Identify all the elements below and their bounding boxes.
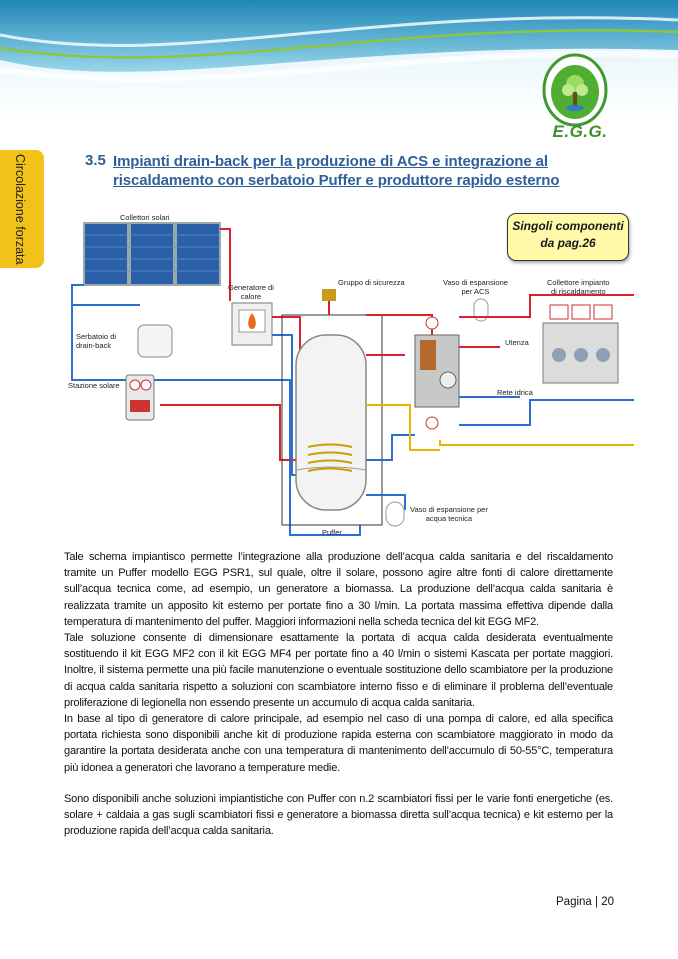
paragraph-4: Sono disponibili anche soluzioni impiant…	[64, 792, 613, 838]
paragraph-2: Tale soluzione consente di dimensionare …	[64, 632, 613, 709]
label-collettore-2: di riscaldamento	[550, 287, 606, 296]
body-text: Tale schema impiantisco permette l’integ…	[64, 549, 613, 839]
side-tab-label: Circolazione forzata	[13, 154, 27, 265]
label-vaso-tec-2: acqua tecnica	[425, 514, 473, 523]
dhw-kit	[414, 316, 460, 430]
puffer-tank	[295, 334, 367, 511]
label-utenza: Utenza	[505, 338, 529, 347]
solar-station	[125, 374, 155, 421]
solar-collectors	[83, 222, 221, 286]
label-generatore-2: calore	[240, 292, 262, 301]
label-serbatoio-1: Serbatoio di	[76, 332, 117, 341]
badge-line-2: da pag.26	[540, 236, 596, 250]
badge-line-1: Singoli componenti	[512, 219, 624, 233]
label-vaso-tec-1: Vaso di espansione per	[410, 505, 488, 514]
label-gruppo: Gruppo di sicurezza	[338, 278, 405, 287]
label-generatore-1: Generatore di	[228, 283, 274, 292]
label-rete-idrica: Rete idrica	[497, 388, 533, 397]
logo-text: E.G.G.	[552, 122, 608, 141]
section-number: 3.5	[85, 152, 106, 169]
label-vaso-acs-2: per ACS	[461, 287, 490, 296]
label-collettore-1: Collettore impianto	[547, 278, 610, 287]
label-vaso-acs-1: Vaso di espansione	[443, 278, 508, 287]
label-collettori: Collettori solari	[120, 213, 170, 222]
section-title: Impianti drain-back per la produzione di…	[113, 153, 560, 189]
label-serbatoio-2: drain-back	[76, 341, 112, 350]
paragraph-1: Tale schema impiantisco permette l’integ…	[64, 551, 613, 628]
paragraph-3: In base al tipo di generatore di calore …	[64, 713, 613, 774]
plant-schematic	[71, 222, 634, 536]
page-number: Pagina | 20	[556, 896, 614, 908]
heating-manifold	[542, 304, 619, 384]
egg-logo	[542, 53, 608, 127]
section-side-tab: Circolazione forzata	[0, 150, 44, 268]
components-badge: Singoli componenti da pag.26	[507, 213, 629, 261]
label-stazione: Stazione solare	[68, 381, 120, 390]
label-puffer: Puffer	[322, 528, 342, 537]
